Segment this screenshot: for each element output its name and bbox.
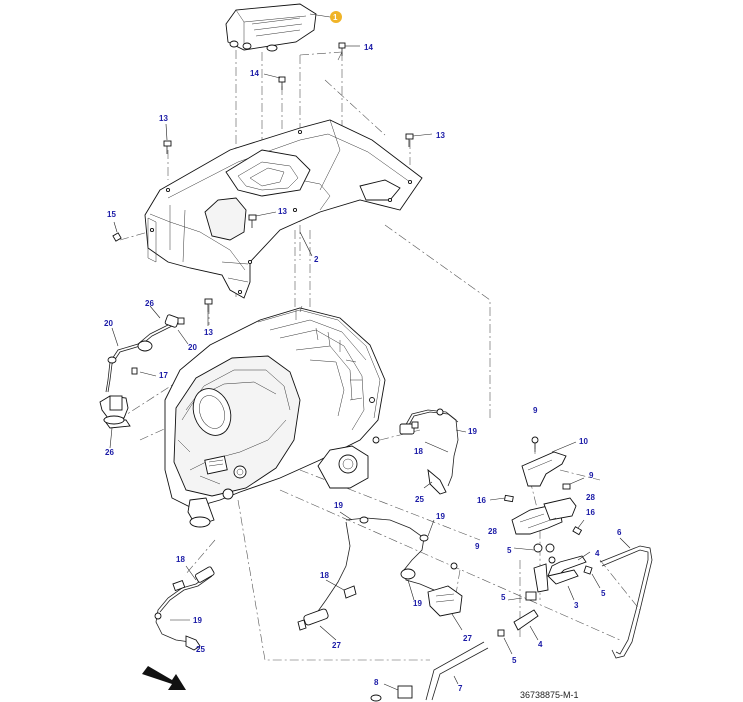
sensor-harness-center-low [297, 511, 463, 641]
callout-5: 5 [601, 589, 606, 598]
callout-5: 5 [512, 656, 517, 665]
callout-27: 27 [463, 634, 472, 643]
fasteners [112, 42, 433, 326]
callout-19: 19 [413, 599, 422, 608]
drawing-reference-number: 36738875-M-1 [520, 690, 579, 700]
callout-13: 13 [278, 207, 287, 216]
callout-17: 17 [159, 371, 168, 380]
callout-6: 6 [617, 528, 622, 537]
callout-13: 13 [159, 114, 168, 123]
callout-4: 4 [595, 549, 600, 558]
bolt-13d [204, 298, 213, 326]
bolt-13b [405, 133, 433, 147]
callout-19: 19 [193, 616, 202, 625]
bottom-pipe [370, 641, 489, 702]
callout-28: 28 [488, 527, 497, 536]
direction-arrow-icon [142, 666, 186, 690]
callout-19: 19 [334, 501, 343, 510]
callout-5: 5 [501, 593, 506, 602]
callout-4: 4 [538, 640, 543, 649]
callout-25: 25 [415, 495, 424, 504]
callout-20: 20 [104, 319, 113, 328]
exhaust-unit [164, 305, 386, 528]
callout-16: 16 [477, 496, 486, 505]
callout-26: 26 [105, 448, 114, 457]
bolt-15 [112, 221, 122, 242]
callout-13: 13 [436, 131, 445, 140]
callout-labels: 1 14 14 13 13 13 13 15 2 26 20 20 17 26 … [104, 13, 622, 693]
callout-27: 27 [332, 641, 341, 650]
callout-25: 25 [196, 645, 205, 654]
callout-7: 7 [458, 684, 463, 693]
right-assembly [450, 436, 653, 659]
callout-9: 9 [533, 406, 538, 415]
bolt-14a [338, 42, 360, 56]
callout-14: 14 [250, 69, 259, 78]
bolt-13c [248, 211, 277, 228]
callout-1: 1 [333, 13, 338, 22]
callout-14: 14 [364, 43, 373, 52]
bracket-part [144, 119, 423, 299]
callout-26: 26 [145, 299, 154, 308]
callout-19: 19 [436, 512, 445, 521]
reservoir-part [225, 3, 331, 52]
bolt-13a [163, 123, 172, 154]
sensor-harness-lower-left [154, 565, 215, 651]
callout-19: 19 [468, 427, 477, 436]
callout-5: 5 [507, 546, 512, 555]
callout-3: 3 [574, 601, 579, 610]
sensor-harness-left [99, 305, 189, 449]
callout-15: 15 [107, 210, 116, 219]
sensor-harness-center [399, 408, 467, 495]
callout-10: 10 [579, 437, 588, 446]
callout-2: 2 [314, 255, 319, 264]
callout-28: 28 [586, 493, 595, 502]
callout-16: 16 [586, 508, 595, 517]
bolt-14b [263, 73, 286, 90]
callout-20: 20 [188, 343, 197, 352]
highlight-badge [330, 11, 342, 23]
callout-18: 18 [176, 555, 185, 564]
callout-9: 9 [589, 471, 594, 480]
callout-9: 9 [475, 542, 480, 551]
callout-18: 18 [320, 571, 329, 580]
callout-18: 18 [414, 447, 423, 456]
callout-13: 13 [204, 328, 213, 337]
callout-8: 8 [374, 678, 379, 687]
